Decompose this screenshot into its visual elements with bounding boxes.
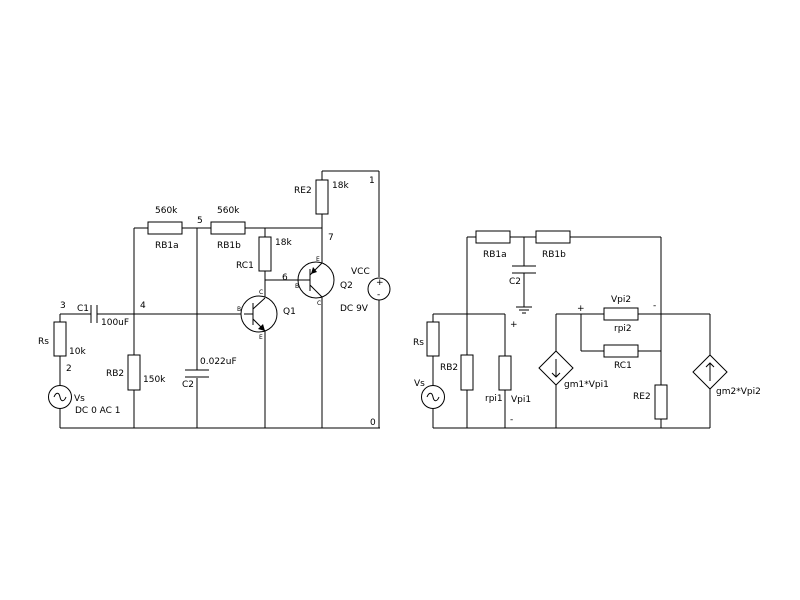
rpi1-name: rpi1 xyxy=(485,394,503,404)
rb1b-resistor-model xyxy=(535,230,571,244)
rs-name: Rs xyxy=(38,337,49,347)
arrowhead-icon xyxy=(551,372,561,378)
rb1b-value: 560k xyxy=(217,206,240,216)
vpi1-name: Vpi1 xyxy=(511,395,531,405)
vpi2-name: Vpi2 xyxy=(611,295,631,305)
vcc-value: DC 9V xyxy=(340,304,369,314)
q1-body xyxy=(240,295,278,333)
q1-c-label: C xyxy=(259,289,263,296)
vpi2-minus: - xyxy=(653,301,656,311)
rpi1-resistor xyxy=(498,355,512,391)
vcc-minus: - xyxy=(377,290,380,300)
node-label-1: 1 xyxy=(369,176,375,186)
c1-value: 100uF xyxy=(101,318,129,328)
q2-e-label: E xyxy=(316,256,320,263)
rb2-resistor-model xyxy=(460,354,474,391)
vpi2-plus: + xyxy=(577,304,585,314)
rc1-model-name: RC1 xyxy=(614,361,632,371)
c2-model-name: C2 xyxy=(509,277,521,287)
vpi1-plus: + xyxy=(510,320,518,330)
rb2-resistor xyxy=(127,354,141,391)
vcc-name: VCC xyxy=(351,267,370,277)
left-wires xyxy=(59,170,380,429)
rb1a-value: 560k xyxy=(155,206,178,216)
q2-emitter-arrow-icon xyxy=(311,267,317,274)
re2-value: 18k xyxy=(332,181,349,191)
rc1-resistor-model xyxy=(603,344,639,358)
gm2-label: gm2*Vpi2 xyxy=(716,387,761,397)
rb1a-model-name: RB1a xyxy=(483,250,507,260)
q1-collector xyxy=(252,297,266,310)
node-label-5: 5 xyxy=(197,216,203,226)
re2-resistor xyxy=(315,179,329,215)
vs-model-name: Vs xyxy=(414,379,425,389)
vcc-dc-source xyxy=(367,277,391,301)
rb1a-resistor-model xyxy=(475,230,511,244)
rb2-name: RB2 xyxy=(106,369,124,379)
rb2-value: 150k xyxy=(143,375,166,385)
re2-name: RE2 xyxy=(294,186,312,196)
vpi1-minus: - xyxy=(510,415,513,425)
re2-resistor-model xyxy=(654,384,668,420)
q2-b-label: B xyxy=(295,283,299,290)
rb1a-resistor xyxy=(147,221,183,235)
rb2-model-name: RB2 xyxy=(440,363,458,373)
re2-model-name: RE2 xyxy=(633,392,651,402)
c1-name: C1 xyxy=(77,304,89,314)
rb1b-name: RB1b xyxy=(217,241,241,251)
rpi2-resistor xyxy=(603,307,639,321)
rpi2-name: rpi2 xyxy=(614,324,632,334)
node-label-2: 2 xyxy=(66,364,72,374)
rs-resistor-model xyxy=(426,321,440,357)
node-label-3: 3 xyxy=(60,301,66,311)
q2-name: Q2 xyxy=(340,281,353,291)
rb1b-model-name: RB1b xyxy=(542,250,566,260)
gm1-label: gm1*Vpi1 xyxy=(564,380,609,390)
node-label-0: 0 xyxy=(370,418,376,428)
node-label-4: 4 xyxy=(140,301,146,311)
rc1-name: RC1 xyxy=(236,261,254,271)
rc1-value: 18k xyxy=(275,238,292,248)
rs-resistor xyxy=(53,321,67,357)
q1-b-label: B xyxy=(237,306,241,313)
q1-e-label: E xyxy=(259,334,263,341)
right-wires xyxy=(432,236,711,429)
q2-c-label: C xyxy=(317,300,321,307)
left-circuit: Rs 10k Vs DC 0 AC 1 C1 100uF 560k RB1a 5… xyxy=(38,170,391,429)
sine-icon xyxy=(53,392,67,402)
arrowhead-icon xyxy=(705,362,715,368)
sine-icon xyxy=(426,392,440,402)
right-circuit: Rs Vs RB1a RB1b C2 RB2 rpi1 + Vpi1 - gm1… xyxy=(413,230,761,429)
q2-transistor: B E C Q2 xyxy=(295,256,353,307)
c2-name: C2 xyxy=(182,380,194,390)
rs-model-name: Rs xyxy=(413,338,424,348)
c2-value: 0.022uF xyxy=(200,357,237,367)
rc1-resistor xyxy=(258,236,272,272)
vcc-plus: + xyxy=(376,278,384,288)
rs-value: 10k xyxy=(69,347,86,357)
node-label-7: 7 xyxy=(328,233,334,243)
rb1a-name: RB1a xyxy=(155,241,179,251)
vs-name: Vs xyxy=(74,394,85,404)
q1-emitter-arrow-icon xyxy=(258,324,265,331)
vs-value: DC 0 AC 1 xyxy=(75,406,121,416)
q2-collector xyxy=(309,284,323,298)
rb1b-resistor xyxy=(210,221,246,235)
q1-transistor: B C E Q1 xyxy=(237,289,296,341)
node-label-6: 6 xyxy=(282,273,288,283)
q1-name: Q1 xyxy=(283,307,296,317)
